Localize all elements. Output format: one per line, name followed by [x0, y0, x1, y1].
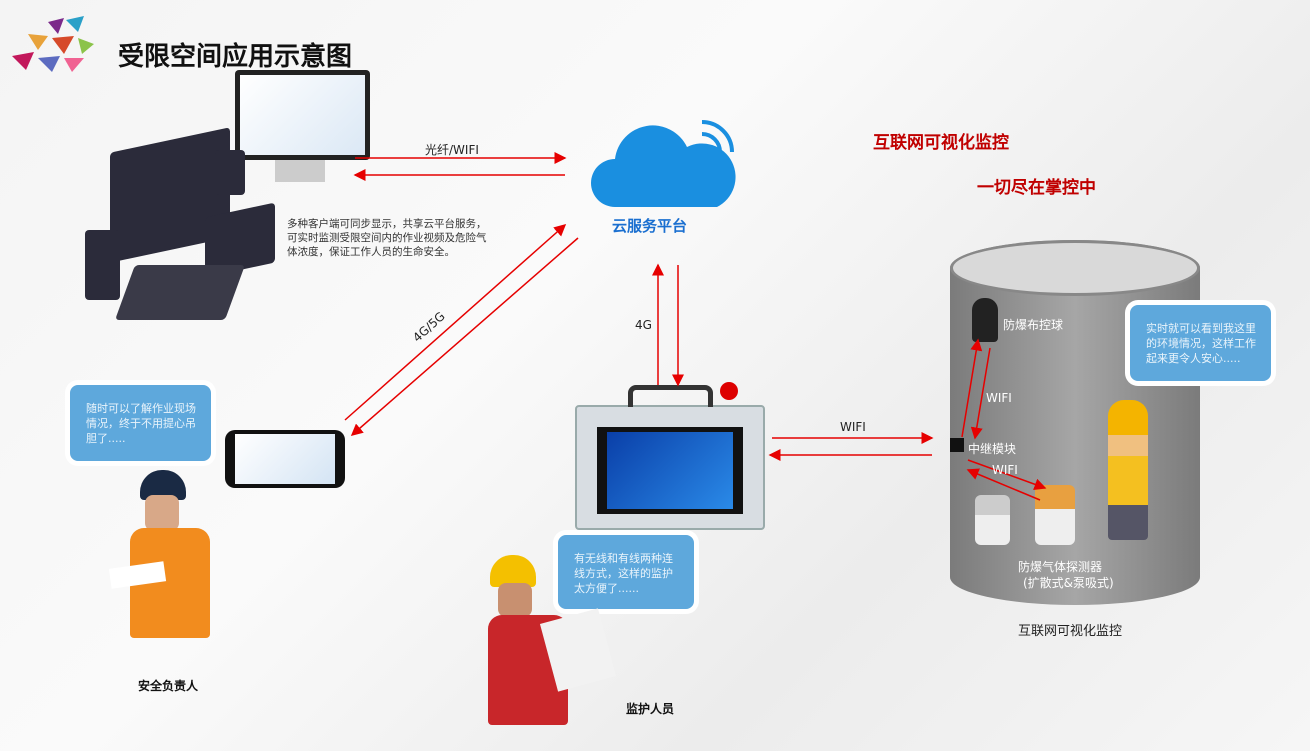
- alarm-light-icon: [720, 382, 738, 400]
- logo-icon: [12, 16, 94, 72]
- wifi-label-device: WIFI: [840, 420, 866, 434]
- worker-figure: [1108, 400, 1148, 540]
- fiber-wifi-label: 光纤/WIFI: [425, 143, 479, 157]
- 4g5g-label: 4G/5G: [410, 309, 448, 345]
- terminal-screen: [607, 432, 733, 509]
- safety-officer-label: 安全负责人: [138, 679, 199, 693]
- safety-speech-bubble: 随时可以了解作业现场情况，终于不用提心吊胆了.....: [68, 383, 213, 463]
- gas-detector-icon-2: [975, 495, 1010, 545]
- relay-module-icon: [950, 438, 964, 452]
- wifi-label-camera: WIFI: [986, 391, 1012, 405]
- page-title: 受限空间应用示意图: [118, 42, 353, 72]
- slogan-line2: 一切尽在掌控中: [977, 178, 1096, 198]
- cloud-platform-label: 云服务平台: [612, 217, 688, 235]
- gas-detector-icon: [1035, 485, 1075, 545]
- worker-speech-bubble: 实时就可以看到我这里的环境情况，这样工作起来更令人安心.....: [1128, 303, 1273, 383]
- monitoring-terminal: [575, 405, 765, 530]
- space-caption: 互联网可视化监控: [1018, 624, 1123, 639]
- wifi-label-detector: WIFI: [992, 463, 1018, 477]
- client-devices-illustration: [75, 70, 375, 330]
- description-text: 多种客户端可同步显示，共享云平台服务，可实时监测受限空间内的作业视频及危险气体浓…: [287, 218, 487, 258]
- relay-label: 中继模块: [968, 442, 1017, 456]
- cloud-icon: [591, 120, 736, 207]
- cylinder-top: [950, 240, 1200, 296]
- detector-types-label: (扩散式&泵吸式): [1023, 576, 1114, 590]
- explosion-proof-camera-icon: [972, 298, 998, 342]
- guardian-label: 监护人员: [626, 702, 675, 716]
- 4g-label: 4G: [635, 318, 652, 332]
- smartphone: [225, 430, 345, 488]
- guardian-speech-bubble: 有无线和有线两种连线方式，这样的监护太方便了......: [556, 533, 696, 611]
- camera-label: 防爆布控球: [1003, 318, 1064, 332]
- arrow-cloud-to-phone: [350, 237, 579, 436]
- detector-label: 防爆气体探测器: [1018, 560, 1103, 574]
- terminal-handle: [628, 385, 713, 407]
- slogan-line1: 互联网可视化监控: [873, 133, 1009, 153]
